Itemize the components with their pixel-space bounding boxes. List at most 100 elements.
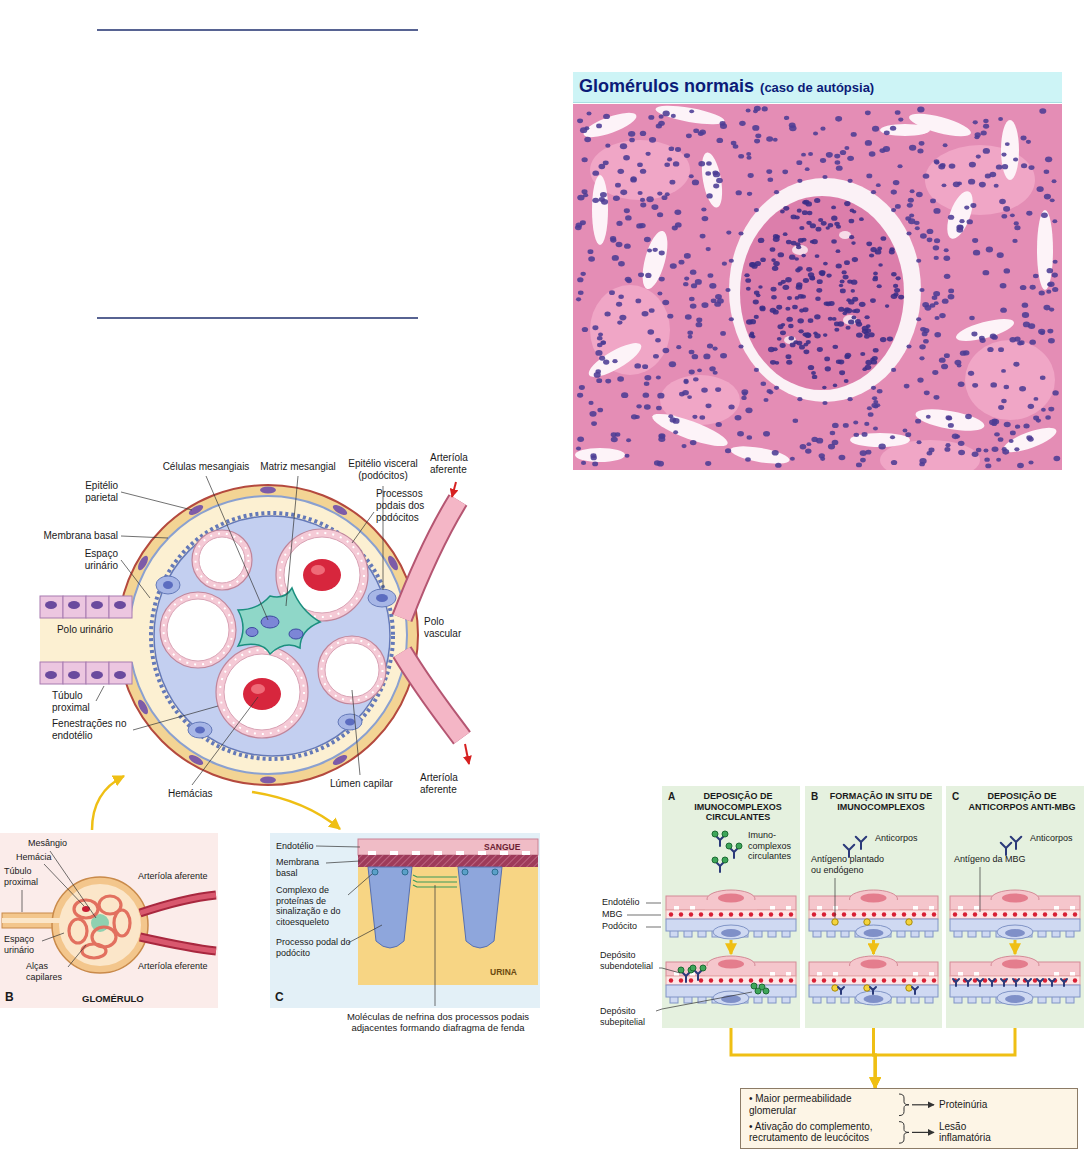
cell-nuclei <box>613 196 620 202</box>
membrane-illustration <box>1049 979 1055 986</box>
glomerulus-schematic <box>318 636 386 704</box>
histology-photo <box>585 337 646 383</box>
part-label: Epitélio parietal <box>60 480 118 504</box>
cell-nuclei <box>803 278 809 283</box>
cell-nuclei <box>864 315 869 319</box>
membrane-illustration <box>993 912 997 916</box>
cell-nuclei <box>626 438 631 442</box>
cell-nuclei <box>659 434 665 438</box>
cell-nuclei <box>895 110 901 115</box>
cell-nuclei <box>745 457 751 462</box>
cell-nuclei <box>577 437 584 442</box>
cell-nuclei <box>915 226 920 230</box>
cell-nuclei <box>970 203 976 208</box>
cell-nuclei <box>1002 164 1008 169</box>
membrane-illustration <box>789 978 793 982</box>
cell-nuclei <box>820 158 826 163</box>
cell-nuclei <box>625 215 632 220</box>
cell-nuclei <box>835 160 841 165</box>
cell-nuclei <box>747 192 752 196</box>
cell-nuclei <box>715 387 721 392</box>
cell-nuclei <box>891 460 897 465</box>
cell-nuclei <box>927 238 933 243</box>
cell-nuclei <box>873 348 879 353</box>
cell-nuclei <box>589 411 596 417</box>
cell-nuclei <box>584 137 591 142</box>
cell-nuclei <box>605 379 611 384</box>
membrane-illustration <box>950 910 1080 919</box>
cell-nuclei <box>869 151 876 156</box>
cell-nuclei <box>754 208 759 212</box>
cell-nuclei <box>958 382 965 387</box>
glomerulus-schematic <box>136 554 150 571</box>
cell-nuclei <box>786 240 792 245</box>
cell-nuclei <box>834 154 840 159</box>
cell-nuclei <box>952 434 959 440</box>
cell-nuclei <box>797 266 803 270</box>
cell-nuclei <box>597 408 603 413</box>
glomerulus-schematic <box>238 588 320 654</box>
cell-nuclei <box>591 421 597 426</box>
cell-nuclei <box>919 288 924 292</box>
cell-nuclei <box>744 273 749 277</box>
membrane-illustration <box>718 960 744 969</box>
cell-nuclei <box>656 123 662 128</box>
cell-nuclei <box>615 432 621 436</box>
flow-arrow <box>875 1028 1015 1088</box>
cell-nuclei <box>790 343 796 348</box>
membrane-illustration <box>1014 940 1017 954</box>
cell-nuclei <box>798 329 803 333</box>
cell-nuclei <box>875 249 882 254</box>
glomerulus-schematic <box>160 529 386 738</box>
panel-letter: C <box>952 791 959 803</box>
membrane-illustration <box>852 912 856 916</box>
membrane-illustration <box>669 978 673 982</box>
cell-nuclei <box>844 260 850 265</box>
leader-line <box>286 476 298 606</box>
cell-nuclei <box>578 290 584 295</box>
cell-nuclei <box>889 247 894 251</box>
membrane-illustration <box>842 912 846 916</box>
filtration-barrier <box>358 855 538 867</box>
cell-nuclei <box>1045 156 1052 162</box>
glomerulus-schematic <box>465 744 469 764</box>
cell-nuclei <box>653 354 659 359</box>
cell-nuclei <box>881 236 887 241</box>
cell-nuclei <box>791 215 797 220</box>
cell-nuclei <box>862 367 867 371</box>
inset-panel: EndotélioSANGUEMembrana basalComplexo de… <box>270 833 540 1008</box>
cell-nuclei <box>695 279 702 285</box>
part-label: Complexo de proteínas de sinalização e d… <box>276 885 354 927</box>
cell-nuclei <box>701 302 708 308</box>
membrane-illustration <box>759 978 763 982</box>
cell-nuclei <box>945 443 950 447</box>
cell-nuclei <box>968 179 975 185</box>
cell-nuclei <box>934 301 939 305</box>
cell-nuclei <box>1001 214 1007 219</box>
cell-nuclei <box>973 250 980 256</box>
membrane-illustration <box>906 985 912 991</box>
membrane-illustration <box>689 912 693 916</box>
cell-nuclei <box>915 419 921 424</box>
cell-nuclei <box>595 350 602 356</box>
cell-nuclei <box>640 169 646 174</box>
glomerulus-schematic <box>40 482 469 785</box>
membrane-illustration <box>862 912 866 916</box>
membrane-illustration <box>809 910 938 919</box>
cell-nuclei <box>797 397 802 401</box>
leader-line <box>121 560 150 598</box>
membrane-illustration <box>1053 912 1057 916</box>
cell-nuclei <box>972 238 978 243</box>
cell-nuclei <box>898 117 903 121</box>
cell-nuclei <box>1040 375 1046 379</box>
cell-nuclei <box>948 215 954 220</box>
cell-nuclei <box>612 359 617 363</box>
cell-nuclei <box>822 401 827 405</box>
membrane-illustration <box>1025 979 1031 986</box>
cell-nuclei <box>682 390 689 395</box>
glomerulus-schematic <box>243 678 281 710</box>
glomerulus-icon <box>52 877 148 973</box>
glomerulus-schematic <box>167 537 379 730</box>
filtration-barrier <box>402 869 408 875</box>
cell-nuclei <box>1028 165 1034 170</box>
